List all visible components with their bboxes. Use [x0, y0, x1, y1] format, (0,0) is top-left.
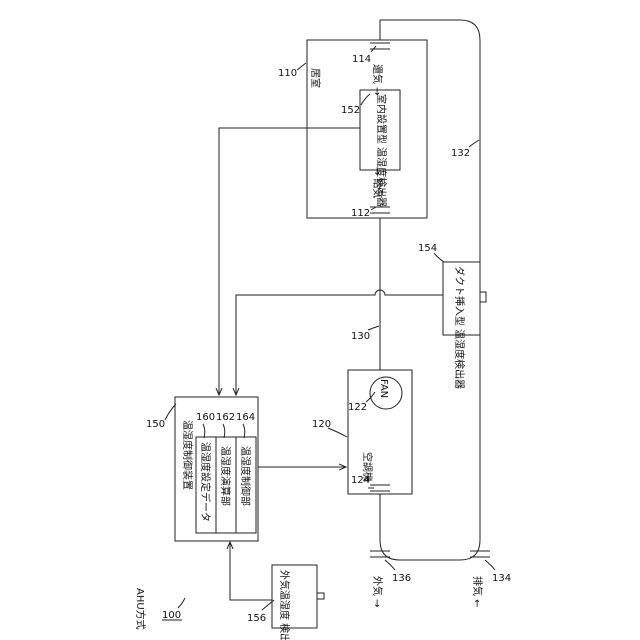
ref-154: 154 — [418, 243, 437, 254]
ref-160: 160 — [196, 412, 215, 423]
label-system-title: AHU方式 — [134, 588, 147, 630]
leader-154 — [434, 253, 444, 262]
label-room: 居室 — [309, 68, 322, 88]
ref-130: 130 — [351, 331, 370, 342]
label-setting-data: 温湿度設定データ — [199, 442, 212, 522]
ref-152: 152 — [341, 105, 360, 116]
ref-156: 156 — [247, 613, 266, 624]
leader-136 — [385, 560, 395, 570]
ref-164: 164 — [236, 412, 255, 423]
label-exhaust-air: 排気 ← — [471, 576, 484, 608]
ref-110: 110 — [278, 68, 297, 79]
ref-124: 124 — [351, 475, 370, 486]
label-outdoor-sensor: 外気温湿度 検出器 — [278, 570, 291, 640]
label-controller: 温湿度制御装置 — [181, 420, 194, 490]
ref-114: 114 — [352, 54, 371, 65]
outdoor-sensor-probe — [317, 593, 324, 599]
label-exhaust-room: 還気 → — [371, 64, 384, 96]
leader-100 — [178, 598, 185, 608]
leader-132 — [469, 140, 479, 147]
duct-sensor-probe — [480, 292, 486, 302]
label-calc-unit: 温湿度演算部 — [219, 446, 232, 506]
label-duct-sensor: ダクト挿入型 温湿度検出器 — [453, 266, 466, 389]
label-outside-air: 外気 → — [371, 576, 384, 608]
ref-150: 150 — [146, 419, 165, 430]
ref-112: 112 — [351, 208, 370, 219]
label-control-unit: 温湿度制御部 — [239, 446, 252, 506]
leader-130 — [368, 326, 379, 330]
ref-132: 132 — [451, 148, 470, 159]
label-supply-room: → 給気 — [371, 167, 384, 199]
ref-134: 134 — [492, 573, 511, 584]
ref-122: 122 — [348, 402, 367, 413]
ref-100: 100 — [162, 610, 181, 621]
leader-134 — [485, 560, 495, 570]
signal-outdoor-sensor — [230, 542, 272, 600]
leader-150 — [165, 404, 176, 420]
leader-110 — [297, 63, 306, 70]
ref-162: 162 — [216, 412, 235, 423]
ref-120: 120 — [312, 419, 331, 430]
label-fan: FAN — [378, 379, 389, 398]
ref-136: 136 — [392, 573, 411, 584]
